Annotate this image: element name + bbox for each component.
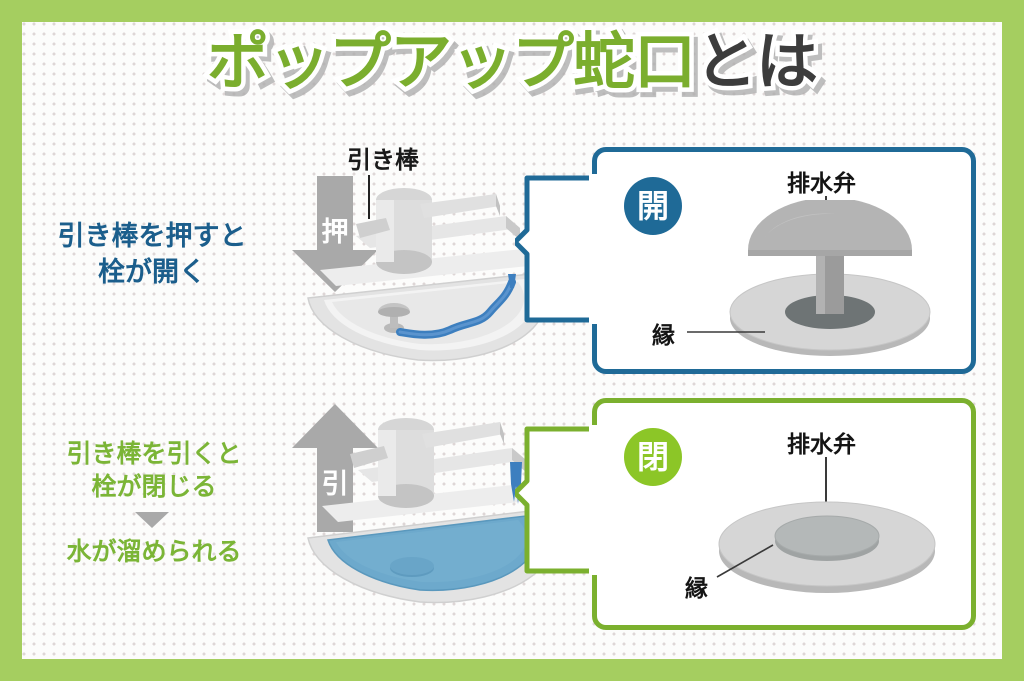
page-title-dark: とは xyxy=(690,27,822,98)
sink-open-illustration xyxy=(300,178,600,383)
pull-rod-leader-line xyxy=(368,175,370,219)
caption-close: 引き棒を引くと 栓が閉じる xyxy=(14,438,294,504)
panel-closed-tail xyxy=(515,425,599,575)
caption-open: 引き棒を押すと 栓が開く xyxy=(12,219,292,290)
panel-open-rim-leader xyxy=(687,331,765,333)
push-arrow-glyph: 押 xyxy=(321,217,349,247)
caption-open-line2: 栓が開く xyxy=(98,256,206,287)
panel-open-rim-label: 縁 xyxy=(652,322,675,348)
badge-open: 開 xyxy=(624,177,682,235)
push-arrow: 押 xyxy=(292,176,378,292)
caption-close-line2: 栓が閉じる xyxy=(91,473,217,501)
drain-closed-diagram xyxy=(718,501,936,593)
badge-closed: 閉 xyxy=(624,428,682,486)
panel-open-tail xyxy=(515,174,599,324)
caption-result: 水が溜められる xyxy=(66,538,242,566)
panel-closed-valve-leader xyxy=(825,457,827,519)
pull-arrow-glyph: 引 xyxy=(321,469,349,499)
page-title-green: ポップアップ蛇口 xyxy=(202,27,700,98)
sink-closed-illustration xyxy=(300,406,600,626)
pull-rod-label: 引き棒 xyxy=(347,147,419,174)
caption-close-line1: 引き棒を引くと xyxy=(66,440,242,468)
panel-closed-valve-label: 排水弁 xyxy=(787,431,856,457)
caption-open-line1: 引き棒を押すと xyxy=(57,221,247,251)
panel-closed: 閉 排水弁 縁 xyxy=(515,398,976,630)
page-title: ポップアップ蛇口とは xyxy=(0,27,1024,98)
panel-closed-rim-label: 縁 xyxy=(685,575,708,601)
panel-closed-rim-leader xyxy=(716,544,774,578)
panel-open-valve-label: 排水弁 xyxy=(787,170,856,196)
drain-open-diagram xyxy=(729,200,931,356)
down-triangle-icon xyxy=(135,512,169,528)
pull-arrow: 引 xyxy=(292,404,378,532)
panel-open: 開 排水弁 縁 xyxy=(515,147,976,374)
